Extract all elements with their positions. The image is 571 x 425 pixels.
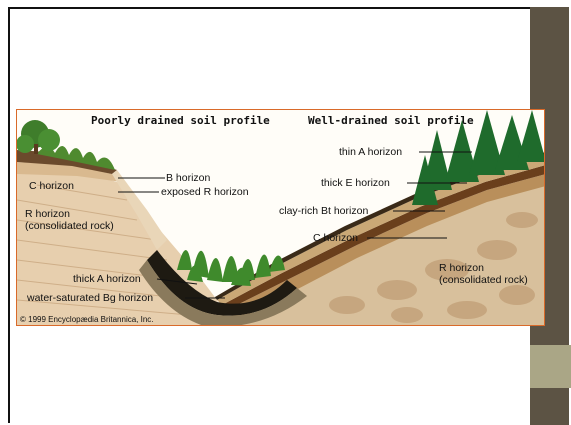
soil-profile-illustration: Poorly drained soil profile Well-drained… [16,109,545,326]
right-clay-rich-label: clay-rich Bt horizon [279,205,368,217]
left-r-horizon-sub-label: (consolidated rock) [25,220,114,232]
left-exposed-r-label: exposed R horizon [161,186,249,198]
copyright-notice: © 1999 Encyclopædia Britannica, Inc. [20,315,154,324]
left-b-horizon-label: B horizon [166,172,210,184]
right-thick-e-label: thick E horizon [321,177,390,189]
right-thin-a-label: thin A horizon [339,146,402,158]
right-c-horizon-label: C horizon [313,232,358,244]
well-drained-title: Well-drained soil profile [308,114,474,127]
left-thick-a-label: thick A horizon [73,273,141,285]
right-r-horizon-sub-label: (consolidated rock) [439,274,528,286]
left-water-saturated-label: water-saturated Bg horizon [27,292,153,304]
right-r-horizon-label: R horizon [439,262,484,274]
left-r-horizon-label: R horizon [25,208,70,220]
left-c-horizon-label: C horizon [29,180,74,192]
slide-sidebar-accent [530,345,571,388]
poorly-drained-title: Poorly drained soil profile [91,114,270,127]
